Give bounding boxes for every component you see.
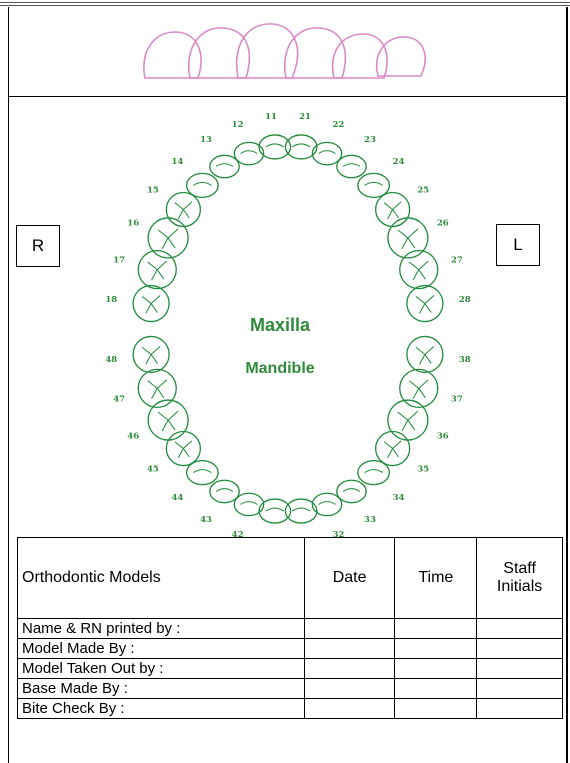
row-label-name-printed: Name & RN printed by : (18, 619, 305, 639)
upper-tooth-number-15: 15 (147, 185, 159, 195)
lower-tooth-47[interactable] (138, 369, 176, 407)
upper-tooth-22[interactable] (312, 142, 341, 164)
time-cell[interactable] (395, 679, 477, 699)
upper-tooth-28[interactable] (407, 286, 443, 322)
date-cell[interactable] (304, 639, 395, 659)
lower-tooth-46[interactable] (148, 400, 188, 440)
lower-tooth-44[interactable] (187, 461, 219, 485)
front-teeth-drawing (140, 20, 430, 85)
upper-tooth-number-25: 25 (417, 185, 429, 195)
upper-tooth-17[interactable] (138, 251, 176, 289)
time-cell[interactable] (395, 699, 477, 719)
right-side-label: R (16, 225, 60, 267)
upper-tooth-number-11: 11 (265, 112, 277, 122)
upper-tooth-number-16: 16 (127, 219, 139, 229)
upper-tooth-16[interactable] (148, 218, 188, 258)
upper-tooth-number-22: 22 (332, 120, 344, 130)
top-double-rule-upper (0, 2, 570, 3)
upper-tooth-number-13: 13 (200, 135, 212, 145)
header-orthodontic-models: Orthodontic Models (18, 538, 305, 619)
lower-tooth-number-47: 47 (113, 394, 125, 404)
upper-tooth-25[interactable] (376, 192, 410, 226)
maxilla-label: Maxilla (250, 315, 311, 335)
upper-tooth-26[interactable] (388, 218, 428, 258)
lower-tooth-number-34: 34 (393, 493, 405, 503)
initials-cell[interactable] (477, 659, 563, 679)
table-row: Model Made By : (18, 639, 563, 659)
header-date: Date (304, 538, 395, 619)
lower-tooth-number-36: 36 (437, 431, 449, 441)
orthodontic-models-table: Orthodontic Models Date Time Staff Initi… (17, 537, 563, 719)
time-cell[interactable] (395, 619, 477, 639)
lower-tooth-number-37: 37 (451, 394, 463, 404)
upper-tooth-number-24: 24 (393, 157, 405, 167)
left-side-label: L (496, 224, 540, 266)
header-time: Time (395, 538, 477, 619)
lower-tooth-number-42: 42 (232, 530, 244, 537)
upper-tooth-27[interactable] (400, 251, 438, 289)
lower-tooth-number-33: 33 (364, 515, 376, 525)
row-label-model-taken-out: Model Taken Out by : (18, 659, 305, 679)
initials-cell[interactable] (477, 639, 563, 659)
date-cell[interactable] (304, 679, 395, 699)
lower-tooth-number-43: 43 (200, 515, 212, 525)
mandible-label: Mandible (245, 360, 314, 377)
lower-tooth-number-48: 48 (105, 355, 117, 365)
date-cell[interactable] (304, 699, 395, 719)
lower-tooth-35[interactable] (376, 432, 410, 466)
upper-tooth-23[interactable] (337, 155, 366, 177)
lower-tooth-43[interactable] (210, 480, 239, 502)
table-row: Base Made By : (18, 679, 563, 699)
table-row: Bite Check By : (18, 699, 563, 719)
initials-cell[interactable] (477, 679, 563, 699)
date-cell[interactable] (304, 619, 395, 639)
lower-tooth-48[interactable] (133, 336, 169, 372)
row-label-model-made: Model Made By : (18, 639, 305, 659)
lower-tooth-36[interactable] (388, 400, 428, 440)
date-cell[interactable] (304, 659, 395, 679)
row-label-base-made: Base Made By : (18, 679, 305, 699)
upper-tooth-14[interactable] (187, 173, 219, 197)
upper-tooth-number-21: 21 (299, 112, 311, 122)
lower-tooth-number-38: 38 (459, 355, 471, 365)
upper-tooth-number-28: 28 (459, 295, 471, 305)
table-row: Model Taken Out by : (18, 659, 563, 679)
upper-tooth-number-18: 18 (105, 295, 117, 305)
lower-tooth-number-45: 45 (147, 465, 159, 475)
table-row: Name & RN printed by : (18, 619, 563, 639)
upper-tooth-number-14: 14 (172, 157, 184, 167)
upper-tooth-number-23: 23 (364, 135, 376, 145)
upper-tooth-18[interactable] (133, 286, 169, 322)
lower-tooth-33[interactable] (337, 480, 366, 502)
lower-tooth-45[interactable] (166, 432, 200, 466)
time-cell[interactable] (395, 639, 477, 659)
initials-cell[interactable] (477, 619, 563, 639)
lower-tooth-number-32: 32 (332, 530, 344, 537)
dental-chart: 18 17 16 15 14 13 12 11 21 22 23 24 25 26 27 28 48 47 46 45… (9, 97, 567, 537)
lower-tooth-number-35: 35 (417, 465, 429, 475)
row-label-bite-check: Bite Check By : (18, 699, 305, 719)
upper-tooth-number-12: 12 (232, 120, 244, 130)
time-cell[interactable] (395, 659, 477, 679)
initials-cell[interactable] (477, 699, 563, 719)
lower-tooth-number-46: 46 (127, 431, 139, 441)
upper-tooth-number-27: 27 (451, 256, 463, 266)
lower-tooth-37[interactable] (400, 369, 438, 407)
lower-tooth-number-44: 44 (172, 493, 184, 503)
upper-tooth-15[interactable] (166, 192, 200, 226)
upper-tooth-13[interactable] (210, 155, 239, 177)
upper-tooth-number-17: 17 (113, 256, 125, 266)
table-header-row: Orthodontic Models Date Time Staff Initi… (18, 538, 563, 619)
lower-tooth-32[interactable] (312, 493, 341, 515)
lower-tooth-38[interactable] (407, 336, 443, 372)
upper-tooth-number-26: 26 (437, 219, 449, 229)
top-double-rule-lower (0, 5, 570, 6)
header-staff-initials: Staff Initials (477, 538, 563, 619)
